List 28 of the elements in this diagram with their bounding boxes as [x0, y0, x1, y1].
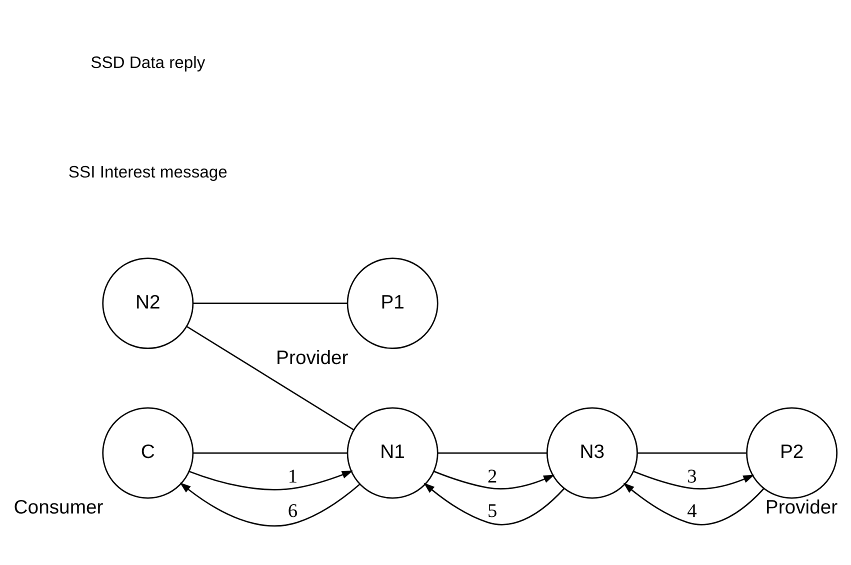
connector — [193, 452, 348, 454]
edge-label: 2 — [488, 466, 498, 488]
label: SSD Data reply — [90, 52, 206, 72]
connector — [186, 326, 354, 430]
node-circle: N3 — [546, 407, 638, 499]
arrow — [434, 470, 555, 490]
connector — [637, 452, 746, 454]
node-circle: C — [102, 407, 194, 499]
node-circle: P2 — [746, 407, 838, 499]
node-label: Consumer — [14, 496, 104, 519]
node-label: Provider — [276, 346, 348, 369]
edge-label: 4 — [687, 501, 697, 522]
arrow — [180, 482, 360, 527]
arrow — [189, 470, 354, 490]
edge-label: 6 — [288, 501, 298, 522]
edge-label: 1 — [288, 466, 298, 488]
connector — [438, 452, 547, 454]
arrow — [623, 482, 764, 526]
edge-label: 5 — [488, 501, 498, 522]
node-label: Provider — [765, 496, 838, 519]
label: SSI Interest message — [68, 162, 228, 182]
node-circle: N2 — [102, 258, 194, 350]
node-circle: P1 — [346, 258, 438, 350]
arrow — [633, 470, 754, 490]
node-circle: N1 — [346, 407, 438, 499]
edge-label: 3 — [687, 466, 697, 488]
arrow — [424, 482, 565, 526]
connector — [193, 302, 348, 304]
